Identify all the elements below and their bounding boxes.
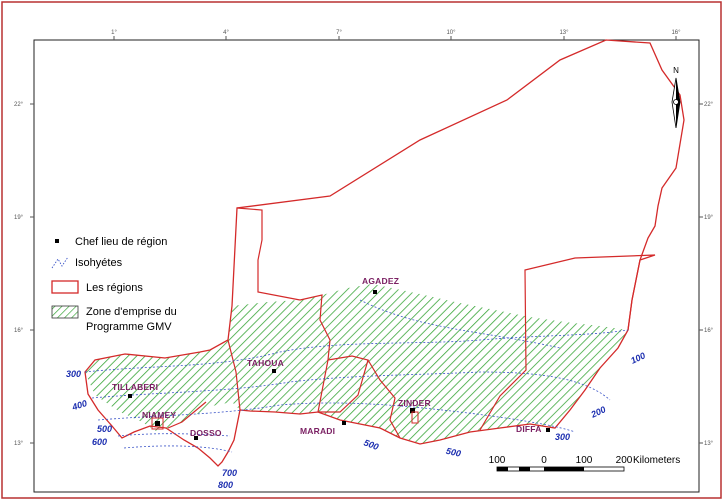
isohyet-label-300-west: 300 [66, 369, 81, 379]
right-tick-label: 22° [704, 102, 714, 108]
niger-outline [84, 39, 685, 467]
isohyet-label-600: 600 [92, 437, 107, 447]
legend: Chef lieu de région Isohyétes Les région… [51, 236, 177, 333]
right-tick-label: 13° [704, 441, 714, 447]
city-label-maradi: MARADI [300, 426, 335, 436]
scale-label: 200 [616, 455, 633, 466]
left-tick-label: 22° [14, 102, 24, 108]
scale-label: 0 [541, 455, 547, 466]
region-borders [167, 207, 656, 439]
north-label: N [673, 66, 679, 75]
city-marker-niamey [155, 421, 160, 426]
city-label-niamey: NIAMEY [142, 410, 176, 420]
legend-isohyets-label: Isohyétes [75, 257, 123, 269]
city-label-zinder: ZINDER [398, 398, 431, 408]
scale-bar: 100 0 100 200 Kilometers [489, 455, 680, 472]
legend-capital-label: Chef lieu de région [75, 236, 167, 248]
city-marker-dosso [194, 436, 198, 440]
legend-isohyet-symbol [51, 256, 69, 269]
city-marker-agadez [373, 290, 377, 294]
left-tick-label: 16° [14, 328, 24, 334]
top-tick-label: 10° [446, 30, 456, 36]
city-marker-zinder [410, 408, 415, 413]
right-tick-label: 16° [704, 328, 714, 334]
left-tick-label: 13° [14, 441, 24, 447]
city-label-tahoua: TAHOUA [247, 358, 284, 368]
isohyet-label-500-west: 500 [97, 424, 112, 434]
isohyet-lines [84, 299, 629, 453]
north-arrow: N [671, 66, 681, 129]
isohyet-label-800: 800 [218, 480, 233, 490]
city-markers [128, 290, 550, 440]
programme-zone-hatch [85, 284, 628, 444]
city-label-diffa: DIFFA [516, 424, 542, 434]
scale-unit: Kilometers [633, 455, 680, 466]
city-marker-diffa [546, 428, 550, 432]
niamey-highlight [151, 417, 164, 430]
city-marker-maradi [342, 421, 346, 425]
legend-regions-symbol [51, 280, 79, 294]
top-tick-label: 16° [671, 30, 681, 36]
left-tick-label: 19° [14, 215, 24, 221]
legend-zone-label-line1: Zone d'emprise du [86, 306, 177, 318]
top-tick-label: 13° [559, 30, 569, 36]
city-marker-tillaberi [128, 394, 132, 398]
top-tick-label: 7° [336, 30, 342, 36]
right-graticule: 22° 19° 16° 13° [699, 102, 714, 447]
top-graticule: 1° 4° 7° 10° 13° 16° [111, 30, 681, 40]
top-tick-label: 4° [223, 30, 229, 36]
zinder-highlight [411, 411, 419, 424]
scale-label: 100 [576, 455, 593, 466]
isohyet-label-500-east: 500 [445, 446, 462, 459]
isohyet-label-300-east: 300 [555, 432, 570, 442]
isohyet-label-400: 400 [70, 398, 88, 412]
city-marker-tahoua [272, 369, 276, 373]
city-label-tillaberi: TILLABERI [112, 382, 158, 392]
isohyet-label-700: 700 [222, 468, 237, 478]
isohyet-label-500-central: 500 [362, 438, 380, 453]
right-tick-label: 19° [704, 215, 714, 221]
scale-label: 100 [489, 455, 506, 466]
left-graticule: 22° 19° 16° 13° [14, 102, 34, 447]
legend-zone-label-line2: Programme GMV [86, 321, 172, 333]
city-label-dosso: DOSSO [190, 428, 222, 438]
city-label-agadez: AGADEZ [362, 276, 399, 286]
legend-zone-symbol [51, 305, 79, 319]
legend-capital-symbol [55, 239, 59, 243]
legend-regions-label: Les régions [86, 282, 143, 294]
top-tick-label: 1° [111, 30, 117, 36]
